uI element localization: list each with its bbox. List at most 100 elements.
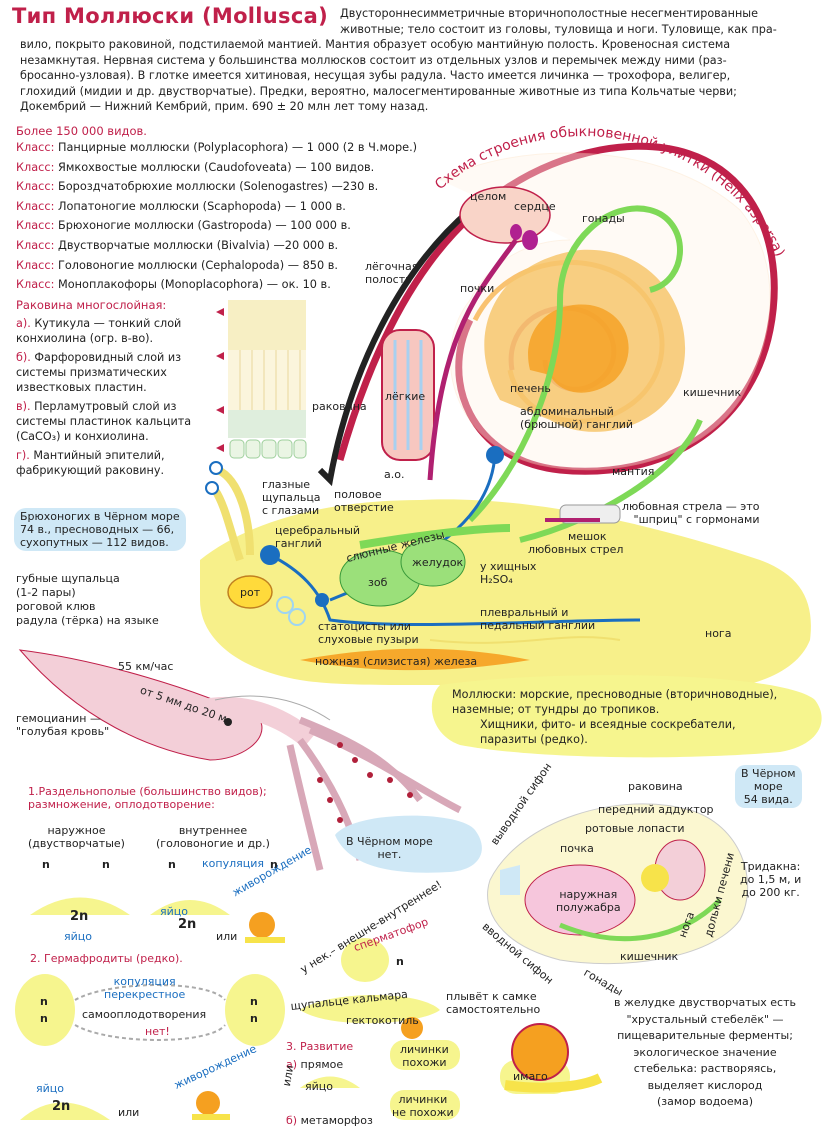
bivalve-black-sea: В Чёрном море 54 вида. [735, 765, 802, 808]
label-abdominal-line: (брюшной) ганглий [520, 418, 634, 431]
dev-larvae-line: личинки [398, 1093, 448, 1106]
label-heart: сердце [514, 200, 556, 213]
label-statocysts-line: статоцисты или [318, 620, 411, 633]
label-pleural-line: плевральный и [480, 606, 569, 619]
label-pleural-pedal: плевральный и педальный ганглии [480, 606, 595, 632]
hermaphrodite-link [74, 984, 226, 1001]
label-genital-opening: половое отверстие [334, 488, 394, 514]
label-foot: нога [705, 627, 732, 640]
class-name: Головоногие моллюски (Cephalopoda) — 850… [58, 258, 338, 272]
layer-text: известковых пластин. [16, 381, 147, 394]
bivalve-label-front-adductor: передний аддуктор [598, 803, 714, 816]
label-eye-tentacles: глазные щупальца с глазами [262, 478, 321, 517]
dev-egg: яйцо [305, 1080, 333, 1093]
repro-2n: 2n [178, 917, 197, 932]
crystal-line: стебелька: растворяясь, [633, 1062, 777, 1075]
label-abdominal-ganglion: абдоминальный (брюшной) ганглий [520, 405, 633, 431]
repro-external: наружное (двустворчатые) [28, 824, 125, 850]
crystal-line: в желудке двустворчатых есть [613, 996, 796, 1009]
repro-external-line: (двустворчатые) [28, 837, 125, 850]
layer-text: системы призматических [16, 366, 167, 379]
repro-or: или [216, 930, 238, 943]
label-gonads: гонады [582, 212, 625, 225]
habitat-box [431, 675, 822, 758]
halfgill-line: полужабра [556, 901, 621, 914]
label-foot-gland: ножная (слизистая) железа [315, 655, 478, 668]
label-kidneys: почки [460, 282, 495, 295]
class-prefix: Класс: [16, 219, 55, 233]
note-line: 74 в., пресноводных — 66, [20, 523, 175, 536]
label-eye-line: щупальца [262, 491, 321, 504]
intro-line: глохидий (мидии и др. двустворчатые). Пр… [20, 84, 737, 98]
class-item: Класс: Лопатоногие моллюски (Scaphopoda)… [16, 197, 417, 217]
repro-swims-line: плывёт к самке [446, 990, 537, 1003]
crystal-line: выделяет кислород [647, 1078, 763, 1092]
class-name: Ямкохвостые моллюски (Caudofoveata) — 10… [58, 160, 375, 174]
mouthpart-item: роговой клюв [16, 600, 96, 613]
repro-cross-copulation: копуляция перекрестное [104, 975, 185, 1001]
class-name: Панцирные моллюски (Polyplacophora) — 1 … [58, 141, 418, 154]
repro-copulation: копуляция [202, 857, 264, 870]
bivalve-black-sea-line: 54 вида. [743, 793, 793, 806]
class-prefix: Класс: [16, 278, 55, 292]
layer-text: фабрикующий раковину. [16, 464, 165, 477]
layer-letter: а). [16, 317, 31, 330]
repro-egg: яйцо [160, 905, 188, 918]
layer-text: Фарфоровидный слой из [34, 351, 182, 364]
intro-line: бросанно-узловая). В глотке имеется хити… [20, 69, 731, 82]
label-lung-cavity-line: лёгочная [365, 260, 419, 273]
label-stomach: желудок [412, 556, 464, 569]
repro-swims: плывёт к самке самостоятельно [446, 990, 540, 1016]
tridacna-line: до 1,5 м, и [740, 873, 802, 886]
repro-section1-line: размножение, оплодотворение: [28, 798, 215, 811]
repro-internal-line: внутреннее [178, 824, 248, 837]
label-eye-line: глазные [262, 478, 311, 491]
class-item: Класс: Двустворчатые моллюски (Bivalvia)… [16, 236, 417, 256]
shell-layer-list: а). Кутикула — тонкий слой конхиолина (о… [16, 316, 226, 478]
habitat-line: Хищники, фито- и всеядные соскребатели, [480, 718, 736, 731]
intro-line: вило, покрыто раковиной, подстилаемой ма… [20, 38, 731, 51]
note-line: Брюхоногих в Чёрном море [20, 510, 180, 523]
class-prefix: Класс: [16, 238, 55, 252]
intro-line: животные; тело состоит из головы, тулови… [340, 22, 777, 36]
gastropod-black-sea-note: Брюхоногих в Чёрном море 74 в., пресново… [14, 508, 186, 551]
class-name: Лопатоногие моллюски (Scaphopoda) — 1 00… [58, 199, 346, 213]
shell-layers-illustration [216, 300, 307, 459]
dev-larvae-different: личинки не похожи [392, 1093, 454, 1119]
label-eye-line: с глазами [262, 504, 320, 517]
bivalve-label-intestine: кишечник [620, 950, 679, 963]
habitat-line: наземные; от тундры до тропиков. [452, 703, 660, 716]
class-prefix: Класс: [16, 160, 55, 174]
label-liver: печень [510, 382, 551, 395]
intro-text-top: Двусторонне­симметричные вторичнополостн… [340, 6, 818, 37]
intro-line: Двусторонне­симметричные вторичнополостн… [340, 7, 758, 20]
repro-n: n [102, 858, 110, 871]
repro-cross-line: копуляция [113, 975, 176, 988]
note-line: сухопутных — 112 видов. [20, 536, 169, 549]
black-sea-bubble [335, 815, 482, 873]
crystal-line: "хрустальный стебелёк" — [626, 1012, 784, 1026]
dev-larvae-similar: личинки похожи [400, 1043, 449, 1069]
repro-egg: яйцо [64, 930, 92, 943]
label-predators-line: у хищных [480, 560, 537, 573]
label-statocysts-line: слуховые пузыри [318, 633, 419, 646]
dev-direct-text: прямое [300, 1058, 344, 1071]
repro-n: n [250, 1012, 258, 1025]
label-ao: а.о. [384, 468, 405, 481]
bivalve-illustration [487, 803, 749, 965]
class-item: Класс: Брюхоногие моллюски (Gastropoda) … [16, 216, 417, 236]
crystal-style-note: в желудке двустворчатых есть "хрустальны… [600, 995, 810, 1111]
dev-direct-letter: а) [286, 1058, 298, 1071]
layer-letter: в). [16, 400, 31, 413]
dev-metamorphosis: б) метаморфоз [286, 1114, 373, 1127]
repro-2n: 2n [52, 1099, 71, 1114]
repro-n: n [396, 955, 404, 968]
shell-heading: Раковина многослойная: [16, 298, 167, 312]
class-prefix: Класс: [16, 141, 55, 154]
label-lung-cavity-line: полость [365, 273, 412, 286]
egg-shapes [15, 897, 570, 1120]
hermaphrodite-link [74, 1024, 226, 1041]
repro-section1-line: 1.Раздельнополые (большинство видов); [28, 785, 267, 798]
class-item: Класс: Ямкохвостые моллюски (Caudofoveat… [16, 158, 417, 178]
label-abdominal-line: абдоминальный [520, 405, 614, 418]
